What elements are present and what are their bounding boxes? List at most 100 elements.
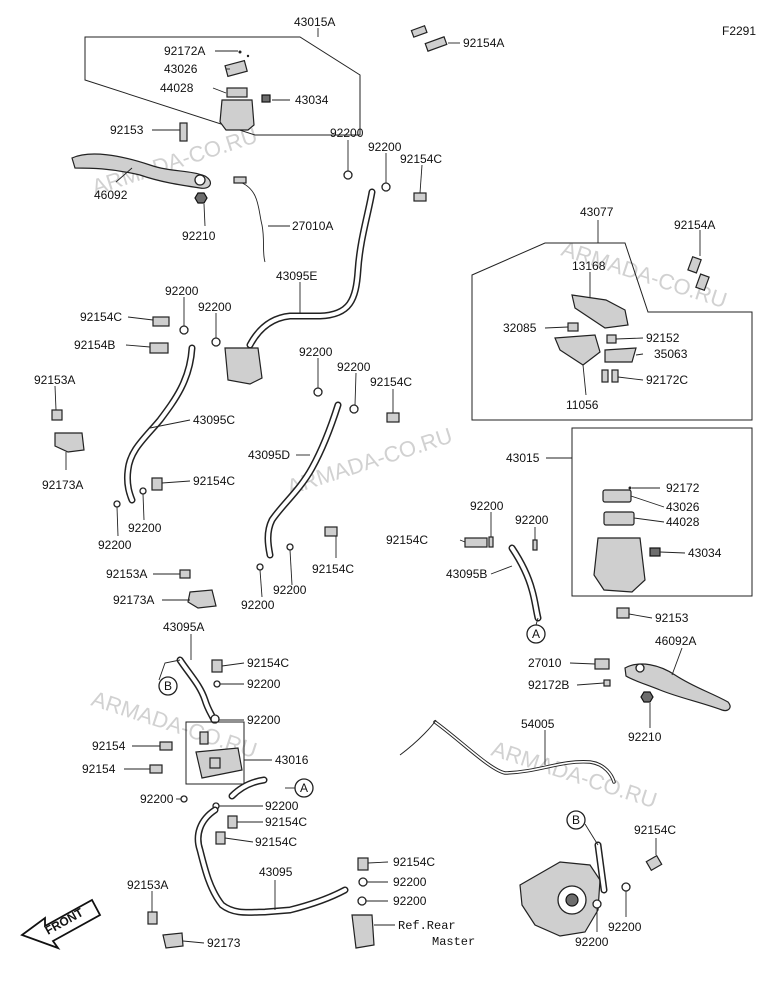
callout-a-2-text: A (300, 781, 308, 795)
callout-a-1-text: A (532, 627, 540, 641)
label-92210-right: 92210 (628, 730, 662, 744)
hose-43095e (246, 188, 376, 349)
label-92173: 92173 (207, 936, 241, 950)
bolts-92154a-top (410, 25, 448, 52)
bolt-92154c-b (152, 316, 170, 327)
label-43095d: 43095D (248, 448, 290, 462)
bolt-92154b (149, 342, 169, 354)
brake-lever-right (594, 658, 731, 712)
label-43015: 43015 (506, 451, 540, 465)
switch-27010a (233, 176, 247, 184)
leader-lines (54, 28, 701, 944)
bolt-92154-b (149, 764, 163, 774)
label-92200-r: 92200 (393, 894, 427, 908)
label-92154c-g: 92154C (247, 656, 289, 670)
label-92153a-c: 92153A (127, 878, 168, 892)
bolt-92154c-f (464, 537, 488, 548)
bolt-92154c-i (215, 831, 226, 845)
label-92152: 92152 (646, 331, 680, 345)
label-92154-b: 92154 (82, 762, 116, 776)
washer-92200-l (532, 539, 538, 551)
joint-43016 (185, 721, 245, 785)
label-43034-top: 43034 (295, 93, 329, 107)
label-92200-e: 92200 (299, 345, 333, 359)
washer-92200-q (358, 877, 368, 887)
washer-92200-i (286, 543, 294, 551)
leader-a-1 (535, 617, 539, 626)
label-92200-b: 92200 (368, 140, 402, 154)
group-box-43077 (471, 242, 753, 421)
bolt-92154c-k (645, 854, 663, 872)
clamp-92173a-b (187, 589, 217, 609)
reservoir-right-group (593, 486, 661, 593)
label-43026-right: 43026 (666, 500, 700, 514)
washer-92200-s (621, 882, 631, 892)
label-27010: 27010 (528, 656, 562, 670)
ref-rear-label: Ref.Rear (398, 919, 456, 933)
label-27010a: 27010A (292, 219, 333, 233)
label-44028-top: 44028 (160, 81, 194, 95)
bolt-92154c-a (413, 192, 427, 202)
label-92172a: 92172A (164, 44, 205, 58)
label-92200-g: 92200 (128, 521, 162, 535)
washer-92200-h (139, 487, 147, 495)
callout-b-1 (158, 676, 178, 696)
label-92200-n: 92200 (247, 713, 281, 727)
diagram-code: F2291 (722, 24, 756, 38)
label-92154c-b: 92154C (80, 310, 122, 324)
pin-92153a-a (51, 409, 63, 421)
label-92200-s: 92200 (608, 920, 642, 934)
label-92200-d: 92200 (198, 300, 232, 314)
label-92200-p: 92200 (265, 799, 299, 813)
label-92154b: 92154B (74, 338, 115, 352)
label-43016: 43016 (275, 753, 309, 767)
washer-92200-m (213, 680, 221, 688)
hose-43095c (124, 344, 196, 504)
label-92154c-k: 92154C (393, 855, 435, 869)
clamp-92173a-a (54, 432, 85, 453)
label-92172b: 92172B (528, 678, 569, 692)
label-92200-q: 92200 (393, 875, 427, 889)
label-43034-right: 43034 (688, 546, 722, 560)
bolt-92154c-h (227, 815, 238, 829)
label-46092: 46092 (94, 188, 128, 202)
washer-92200-c (179, 325, 189, 335)
label-92154c-c: 92154C (370, 375, 412, 389)
front-arrow: FRONT (20, 898, 102, 950)
label-92153a-b: 92153A (106, 567, 147, 581)
label-11056: 11056 (566, 398, 599, 412)
washer-92200-g (113, 500, 121, 508)
pin-92153-top (179, 122, 188, 142)
bolt-92154-a (159, 741, 173, 751)
clamp-92173 (162, 932, 184, 949)
label-92172c: 92172C (646, 373, 688, 387)
hose-43095b (508, 544, 542, 622)
label-43095b: 43095B (446, 567, 487, 581)
part-labels: 43015A 92154A 92172A 43026 44028 43034 9… (34, 15, 722, 950)
label-92210-top: 92210 (182, 229, 216, 243)
joint-block-center (224, 347, 263, 385)
callout-b-1-text: B (164, 679, 172, 693)
hose-caliper (594, 841, 608, 894)
label-43077: 43077 (580, 205, 614, 219)
watermark-5: ARMADA-CO.RU (488, 736, 660, 813)
label-92200-j: 92200 (241, 598, 275, 612)
label-92200-a: 92200 (330, 126, 364, 140)
label-92154-a: 92154 (92, 739, 126, 753)
label-92173a-b: 92173A (113, 593, 154, 607)
label-43095e: 43095E (276, 269, 317, 283)
label-92154a-right: 92154A (674, 218, 715, 232)
label-46092a: 46092A (655, 634, 696, 648)
label-35063: 35063 (654, 347, 688, 361)
cable-54005 (399, 719, 616, 784)
label-92154c-h: 92154C (265, 815, 307, 829)
label-92153-right: 92153 (655, 611, 689, 625)
switch-wire-27010a (239, 181, 266, 263)
rear-master-ref (351, 914, 375, 949)
master-cylinder-rear-group (554, 255, 710, 383)
label-92200-k: 92200 (470, 499, 504, 513)
washer-92200-a (343, 170, 353, 180)
label-92200-o: 92200 (140, 792, 174, 806)
label-32085: 32085 (503, 321, 537, 335)
pin-92153-right (616, 607, 630, 619)
